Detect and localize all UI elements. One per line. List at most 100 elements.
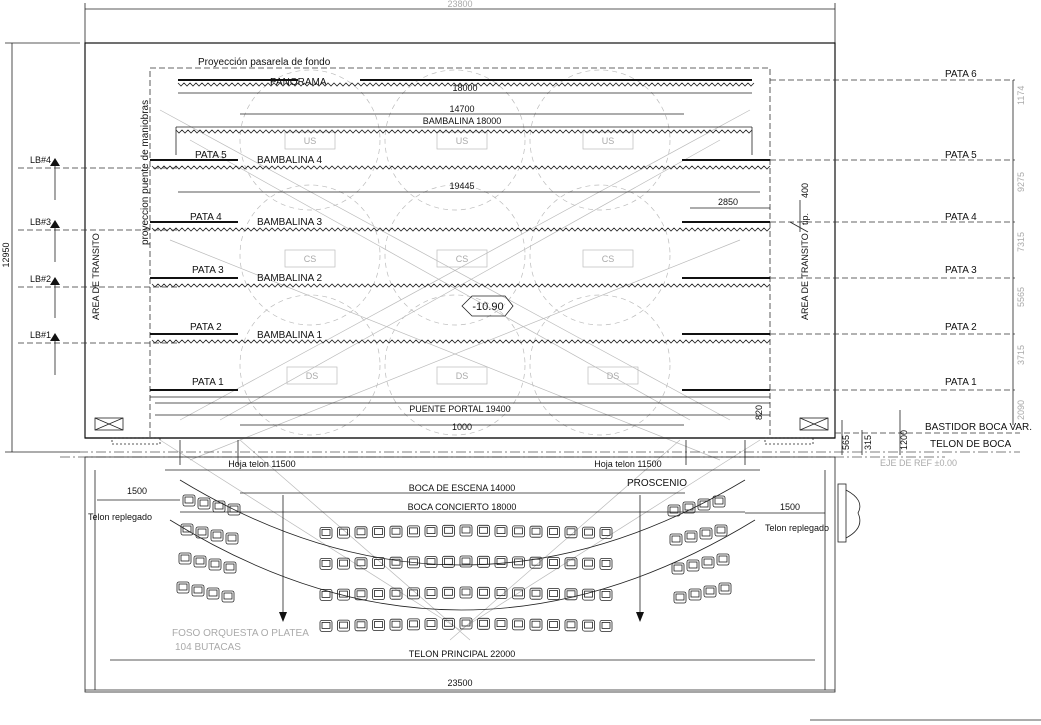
seat-icon [212,500,226,513]
bambalina-curtain [151,283,771,288]
seat-icon [669,533,683,546]
seat-icon [221,590,235,603]
left-pata-label: PATA 1 [192,377,224,388]
seat-cushion [409,620,418,628]
seat-icon [354,526,368,539]
seat-icon [599,558,613,570]
seat-cushion [714,497,724,505]
puente-portal-label: PUENTE PORTAL 19400 [409,404,510,414]
telon-boca-label: TELON DE BOCA [930,439,1011,450]
fixture-box [582,249,634,268]
seat-cushion [699,500,709,508]
seat-icon [180,523,194,536]
seat-cushion [426,558,436,565]
seat-icon [599,527,613,539]
lb-labels: LB#4 LB#3 LB#2 LB#1 [18,155,180,375]
fixture-box [284,249,336,268]
panorama-line: PANORAMA 18000 [178,77,752,94]
seat-cushion [684,503,694,511]
seat-icon [407,556,420,569]
seat-cushion [391,558,401,566]
tip-400: 400 tip. [789,183,810,233]
seat-cushion [566,621,576,629]
seat-cushion [688,561,698,569]
seating-area [176,494,732,632]
fixture-label: CS [456,254,469,264]
seat-icon [424,525,438,537]
fixture-label: DS [607,371,620,381]
seat-icon [688,588,702,601]
seat-icon [529,556,543,569]
seat-icon [197,497,211,510]
lighting-coverage-circles [239,69,671,436]
seat-icon [225,532,239,545]
seat-icon [547,557,560,569]
seat-cushion [409,527,418,535]
seat-cushion [601,622,611,629]
right-dim-label: 5565 [1016,287,1026,307]
hoja-right-label: Hoja telon 11500 [594,459,661,469]
seat-icon [178,552,192,565]
seat-cushion [182,525,192,533]
seat-icon [477,555,490,568]
telon-replegado: 1500 Telon replegado 1500 Telon replegad… [88,486,829,533]
bambalina-label: BAMBALINA 4 [257,155,322,166]
foso-label: FOSO ORQUESTA O PLATEA [172,628,309,639]
eje-ref-label: EJE DE REF ±0.00 [880,458,957,468]
seat-cushion [514,527,523,535]
seat-cushion [718,555,728,563]
left-height-dimension: 12950 [1,42,80,453]
seat-icon [354,557,368,570]
seat-cushion [339,559,348,567]
seat-cushion [180,554,190,562]
fixture-box [587,366,639,385]
fixture-label: DS [456,371,469,381]
seat-cushion [374,559,383,566]
seat-cushion [675,593,685,601]
right-pata-label: PATA 2 [945,322,977,333]
seat-icon [459,586,473,599]
seat-icon [564,619,578,632]
seat-cushion [566,528,576,536]
right-pata-label: PATA 6 [945,69,977,80]
top-width-label: 23800 [447,0,472,9]
height-400-label: 400 [800,183,810,198]
seat-cushion [321,622,331,629]
seat-cushion [531,589,541,597]
seat-cushion [686,532,696,540]
seat-icon [582,588,595,601]
seat-icon [718,582,732,595]
seat-icon [682,501,696,514]
foso-orquesta: FOSO ORQUESTA O PLATEA 104 BUTACAS TELON… [110,628,815,661]
batten-rows [150,82,771,398]
proyeccion-puente-label: proyeccion puente de maniobras [140,100,151,245]
seat-icon [686,559,700,572]
seat-cushion [223,592,233,600]
seat-cushion [409,589,418,597]
seat-cushion [197,528,207,536]
seat-icon [667,504,681,517]
seat-cushion [321,591,331,598]
seat-cushion [479,588,488,596]
right-1500-label: 1500 [780,502,800,512]
left-pata-label: PATA 5 [195,150,227,161]
seat-icon [442,586,455,599]
hoja-left-label: Hoja telon 11500 [228,459,295,469]
seat-cushion [444,588,453,596]
seat-cushion [479,619,488,627]
seat-icon [337,619,350,632]
lb-label: LB#3 [30,217,51,227]
seat-cushion [426,527,436,534]
seat-cushion [531,620,541,628]
proscenio: PROSCENIO BOCA DE ESCENA 14000 BOCA CONC… [84,456,836,693]
seat-cushion [479,557,488,565]
seat-icon [671,562,685,575]
seat-cushion [701,529,711,537]
seat-icon [477,524,490,537]
corner-boxes [94,417,829,431]
bottom-width-label: 23500 [447,678,472,688]
seat-icon [424,556,438,568]
seat-cushion [690,590,700,598]
puente-portal: PUENTE PORTAL 19400 1000 820 [155,402,770,432]
